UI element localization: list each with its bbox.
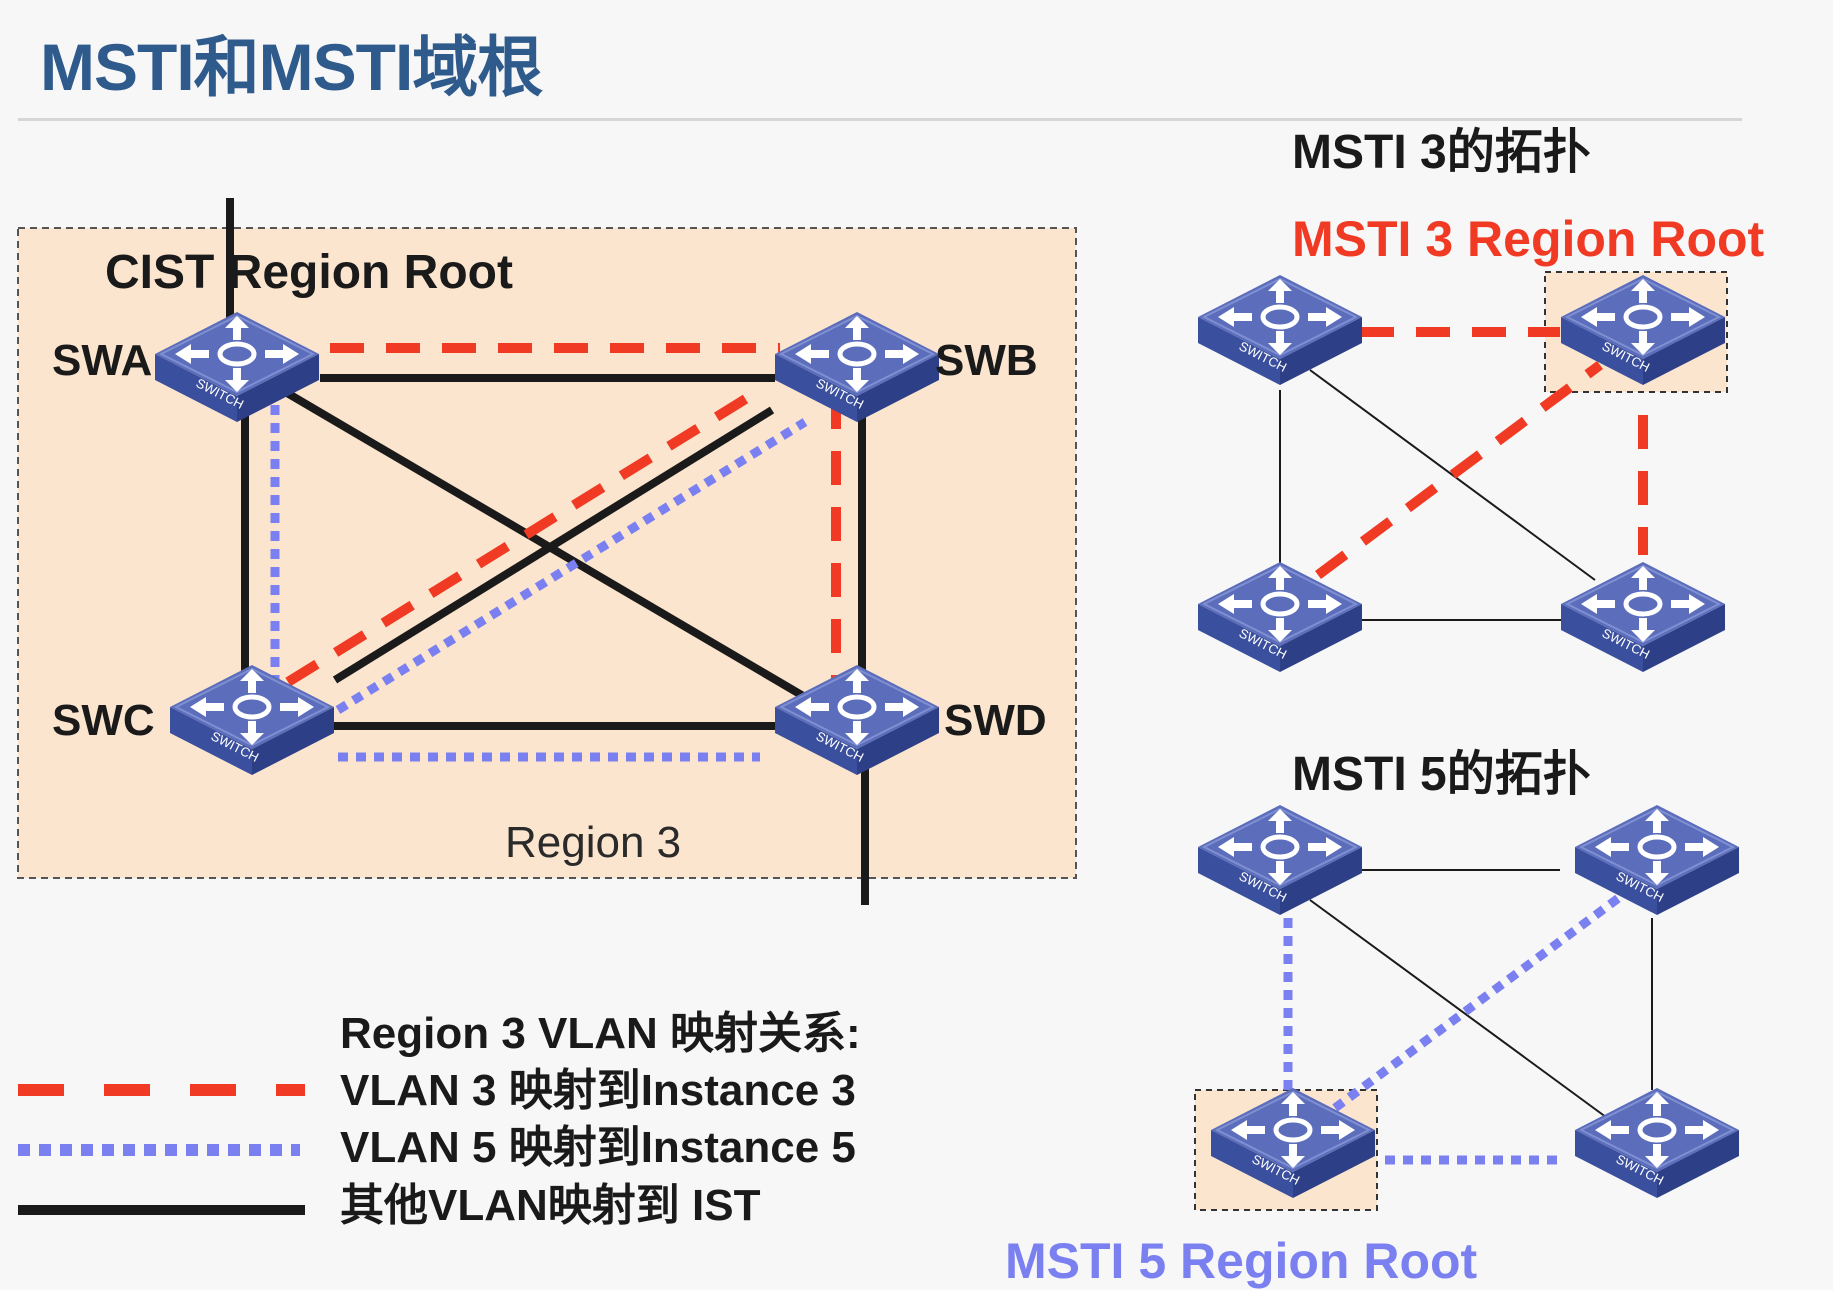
page-title: MSTI和MSTI域根 [40, 30, 543, 104]
msti5-switch-tr-icon [1575, 805, 1739, 915]
vlan3-links [285, 343, 841, 690]
msti3-root-label: MSTI 3 Region Root [1292, 211, 1765, 267]
msti3-red-links [1315, 327, 1648, 580]
msti5-root-label: MSTI 5 Region Root [1005, 1233, 1478, 1289]
msti5-switch-tl-icon [1198, 805, 1362, 915]
msti3-switch-br-icon [1561, 562, 1725, 672]
cist-region-root-label: CIST Region Root [105, 246, 513, 299]
switch-swd-label: SWD [944, 696, 1047, 745]
ist-links [241, 374, 866, 730]
switch-swb-label: SWB [935, 336, 1038, 385]
legend-heading: Region 3 VLAN 映射关系: [340, 1009, 861, 1058]
legend-item-ist: 其他VLAN映射到 IST [340, 1181, 761, 1230]
region-3-label: Region 3 [505, 818, 681, 867]
msti5-switch-br-icon [1575, 1088, 1739, 1198]
vlan5-links [270, 405, 808, 762]
msti3-switch-bl-icon [1198, 562, 1362, 672]
msti5-heading: MSTI 5的拓扑 [1292, 748, 1591, 801]
title-divider [18, 118, 1742, 121]
switch-swa-label: SWA [52, 336, 152, 385]
msti3-heading: MSTI 3的拓扑 [1292, 126, 1591, 179]
legend-item-vlan5: VLAN 5 映射到Instance 5 [340, 1123, 856, 1172]
switch-swc-label: SWC [52, 696, 155, 745]
msti5-blue-links [1283, 893, 1623, 1165]
red-swc-swb [285, 385, 763, 687]
msti3-thin-links [1279, 369, 1596, 621]
msti3-switch-tl-icon [1198, 275, 1362, 385]
legend-item-vlan3: VLAN 3 映射到Instance 3 [340, 1066, 856, 1115]
blue-swc-swb [335, 418, 808, 714]
msti5-thin-links [1309, 869, 1653, 1121]
link-swc-swb [332, 406, 775, 684]
